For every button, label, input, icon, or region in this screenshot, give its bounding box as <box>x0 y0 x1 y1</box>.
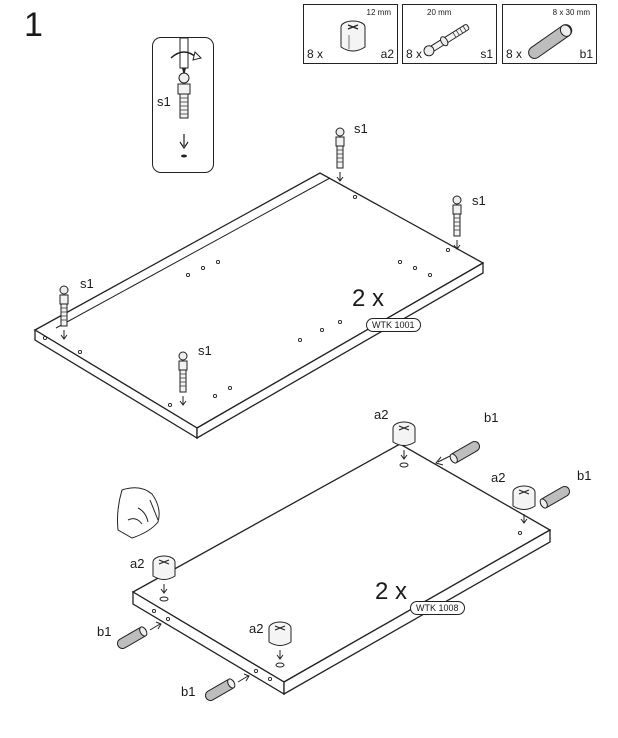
wood-dowel <box>116 626 148 649</box>
part-box-a2: 12 mm 8 x a2 <box>303 4 398 64</box>
dowel-label: b1 <box>97 624 112 639</box>
panel-quantity: 2 x <box>375 578 408 605</box>
cam-lock <box>268 621 292 668</box>
insert-arrow-icon <box>149 621 162 631</box>
cam-bolt <box>178 351 188 406</box>
part-dimension: 12 mm <box>366 8 391 17</box>
part-quantity: 8 x <box>406 47 423 61</box>
cam-lock-icon <box>340 20 366 52</box>
installation-inset: s1 <box>152 37 214 173</box>
bolt-label: s1 <box>354 121 368 136</box>
part-quantity: 8 x <box>506 47 523 61</box>
wood-dowel-icon <box>528 24 573 59</box>
panel-code-tag: WTK 1008 <box>410 601 465 615</box>
bolt-label: s1 <box>80 276 94 291</box>
edge-holes <box>151 530 523 682</box>
cam-lock <box>512 485 536 524</box>
cam-bolt-icon <box>423 24 470 57</box>
wood-dowel <box>539 486 571 509</box>
panel-quantity: 2 x <box>352 285 385 312</box>
dowel-label: b1 <box>484 410 499 425</box>
hand-pushing-icon <box>117 487 160 539</box>
wood-dowel <box>449 441 481 464</box>
panel-code-tag: WTK 1001 <box>366 318 421 332</box>
upper-panel <box>33 172 485 440</box>
part-quantity: 8 x <box>307 47 324 61</box>
insert-arrow-icon <box>435 455 451 466</box>
part-box-s1: 20 mm 8 x s1 <box>402 4 497 64</box>
cam-label: a2 <box>249 621 264 636</box>
cam-label: a2 <box>491 470 506 485</box>
cam-lock <box>152 555 176 602</box>
bolt-label: s1 <box>472 193 486 208</box>
part-dimension: 20 mm <box>427 8 452 17</box>
part-dimension: 8 x 30 mm <box>552 8 590 17</box>
part-code: a2 <box>380 47 394 61</box>
inset-label: s1 <box>157 94 171 109</box>
part-box-b1: 8 x 30 mm 8 x b1 <box>502 4 597 64</box>
cam-label: a2 <box>130 556 145 571</box>
insert-arrow-icon <box>237 673 250 683</box>
cam-bolt <box>59 285 69 340</box>
wood-dowel <box>204 678 236 701</box>
part-code: b1 <box>579 47 593 61</box>
pre-drilled-holes <box>42 194 451 408</box>
cam-bolt <box>335 127 345 182</box>
cam-lock <box>392 421 416 468</box>
cam-bolt <box>452 195 462 250</box>
dowel-label: b1 <box>181 684 196 699</box>
cam-label: a2 <box>374 407 389 422</box>
dowel-label: b1 <box>577 468 592 483</box>
part-code: s1 <box>480 47 493 61</box>
step-number: 1 <box>24 6 43 44</box>
bolt-label: s1 <box>198 343 212 358</box>
screwdriver-icon <box>170 37 202 158</box>
